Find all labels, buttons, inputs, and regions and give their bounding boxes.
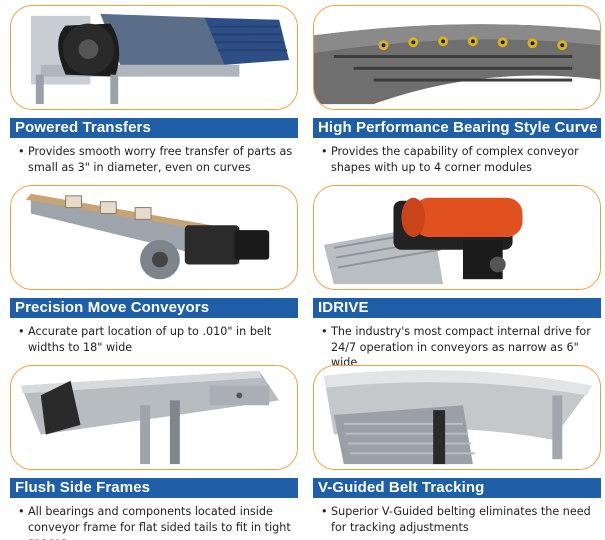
feature-description: • Provides the capability of complex con…	[321, 144, 601, 175]
feature-description-text: Provides the capability of complex conve…	[331, 145, 579, 174]
feature-description-text: The industry's most compact internal dri…	[331, 325, 591, 369]
feature-description: • All bearings and components located in…	[18, 504, 298, 540]
feature-description-text: Provides smooth worry free transfer of p…	[28, 145, 293, 174]
feature-title: Flush Side Frames	[10, 478, 298, 498]
flush-side-frames-image	[10, 365, 298, 470]
idrive-image	[313, 185, 601, 290]
feature-description: • Provides smooth worry free transfer of…	[18, 144, 298, 175]
feature-title: V-Guided Belt Tracking	[313, 478, 601, 498]
bullet-icon: •	[321, 325, 328, 338]
feature-description-text: Accurate part location of up to .010" in…	[28, 325, 272, 354]
bullet-icon: •	[18, 145, 25, 158]
feature-title: High Performance Bearing Style Curve Des…	[313, 118, 601, 138]
bullet-icon: •	[18, 325, 25, 338]
feature-description: • Accurate part location of up to .010" …	[18, 324, 298, 355]
feature-title: Precision Move Conveyors	[10, 298, 298, 318]
powered-transfers-image	[10, 5, 298, 110]
feature-title: IDRIVE	[313, 298, 601, 318]
feature-description: • The industry's most compact internal d…	[321, 324, 601, 371]
feature-title: Powered Transfers	[10, 118, 298, 138]
feature-description-text: Superior V-Guided belting eliminates the…	[331, 505, 591, 534]
feature-description: • Superior V-Guided belting eliminates t…	[321, 504, 601, 535]
bearing-curve-image	[313, 5, 601, 110]
bullet-icon: •	[321, 145, 328, 158]
precision-move-image	[10, 185, 298, 290]
bullet-icon: •	[321, 505, 328, 518]
v-guided-belt-image	[313, 365, 601, 470]
feature-description-text: All bearings and components located insi…	[28, 505, 291, 540]
bullet-icon: •	[18, 505, 25, 518]
